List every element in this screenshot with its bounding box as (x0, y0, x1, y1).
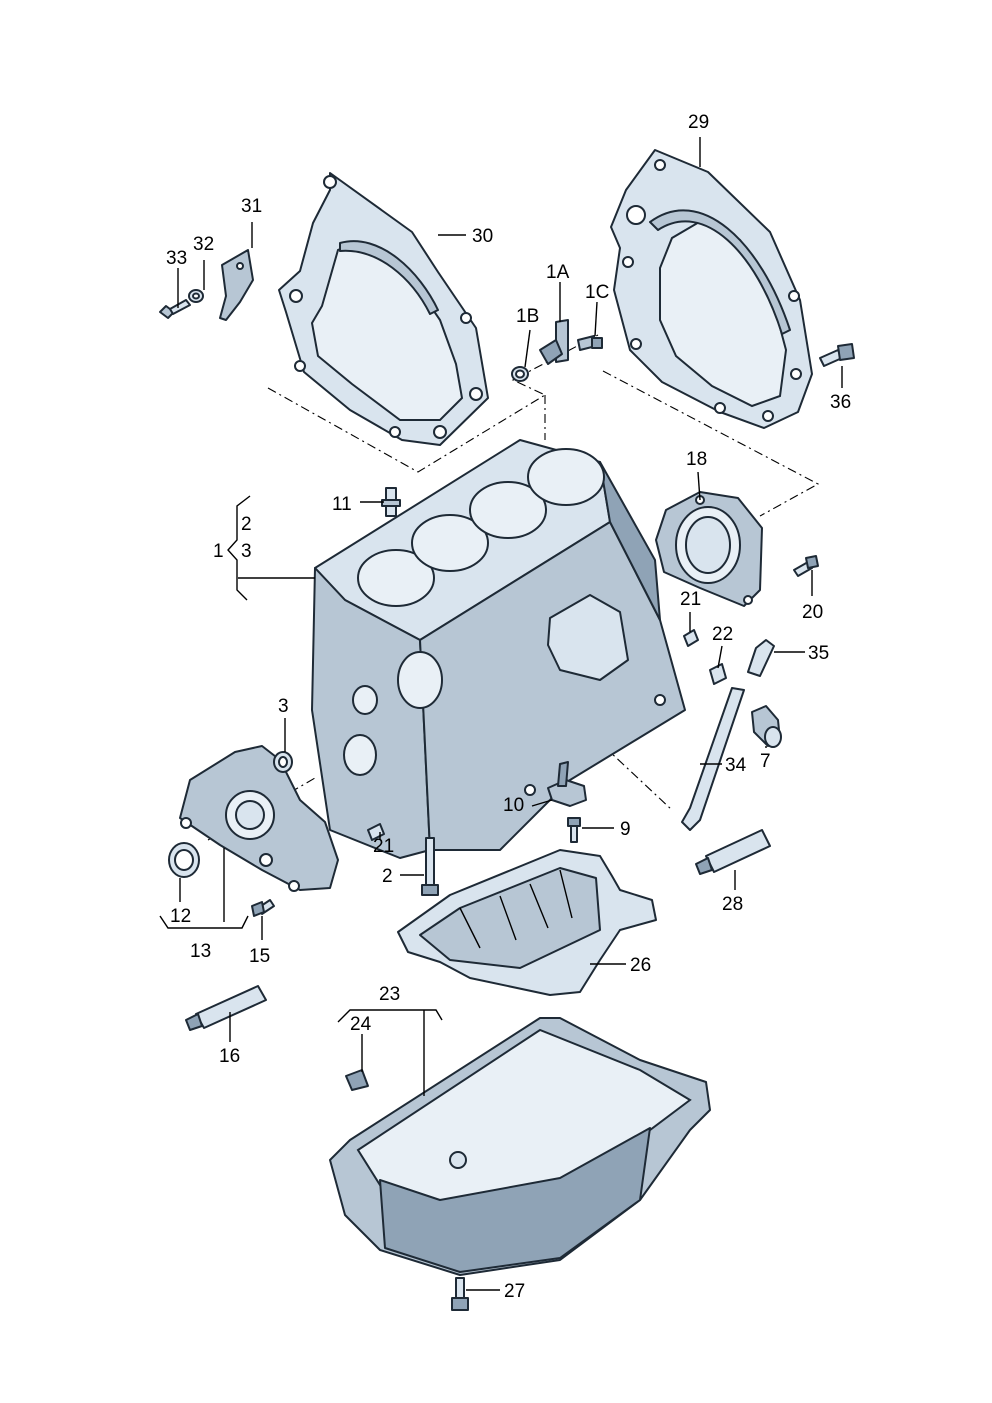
callout-9: 9 (620, 819, 631, 840)
callout-27: 27 (504, 1281, 525, 1302)
callout-26: 26 (630, 955, 651, 976)
o-ring-1b (511, 366, 529, 382)
dowel-21-upper (683, 629, 699, 647)
sealant-tube-28 (695, 829, 771, 875)
sealing-flange (655, 491, 763, 607)
callout-31: 31 (241, 196, 262, 217)
seal-ring-3 (273, 751, 293, 773)
dipstick-tube-34 (681, 687, 745, 831)
sealant-tube-16 (185, 985, 267, 1031)
callout-2: 2 (382, 866, 393, 887)
callout-21-upper: 21 (680, 589, 701, 610)
callout-20: 20 (802, 602, 823, 623)
callout-36: 36 (830, 392, 851, 413)
bolt-20 (793, 555, 819, 577)
seal-ring-12 (168, 842, 200, 878)
leader-lines (159, 137, 843, 1291)
bolt-36 (819, 343, 855, 367)
callout-12: 12 (170, 906, 191, 927)
callout-7: 7 (760, 751, 771, 772)
oil-sump (329, 1017, 711, 1276)
callout-1: 1 (213, 541, 224, 562)
flange-7 (751, 705, 782, 748)
callout-28: 28 (722, 894, 743, 915)
callout-30: 30 (472, 226, 493, 247)
callout-32: 32 (193, 234, 214, 255)
bolt-15 (251, 899, 275, 917)
callout-16: 16 (219, 1046, 240, 1067)
oil-baffle (397, 849, 657, 996)
dowel-11 (381, 487, 401, 517)
bolt-2 (421, 837, 439, 896)
callout-29: 29 (688, 112, 709, 133)
callout-33: 33 (166, 248, 187, 269)
callout-23: 23 (379, 984, 400, 1005)
callout-3-top: 3 (241, 541, 252, 562)
callout-1b: 1B (516, 306, 539, 327)
cylinder-block (311, 439, 686, 859)
callout-18: 18 (686, 449, 707, 470)
guide-tube-35 (747, 639, 775, 677)
callout-1a: 1A (546, 262, 570, 283)
intermediate-plate-front (278, 172, 489, 446)
callout-11: 11 (332, 494, 352, 515)
callout-3: 3 (278, 696, 289, 717)
bolt-33 (159, 299, 191, 319)
callout-24: 24 (350, 1014, 372, 1035)
callout-10: 10 (503, 795, 524, 816)
oil-pump-housing (179, 745, 339, 892)
bolt-27 (451, 1277, 469, 1311)
bolt-1c (577, 335, 603, 351)
intermediate-plate-rear (610, 149, 813, 429)
drain-plug-24 (345, 1069, 369, 1091)
sensor-bracket-1a (539, 319, 569, 365)
callout-35: 35 (808, 643, 829, 664)
callout-34: 34 (725, 755, 747, 776)
callout-15: 15 (249, 946, 270, 967)
cover-plate-31 (219, 249, 254, 321)
callout-2-top: 2 (241, 514, 252, 535)
callout-21-lower: 21 (373, 836, 394, 857)
washer-32 (188, 289, 204, 303)
oil-spray-jet-10 (547, 761, 587, 807)
bolt-9 (567, 817, 581, 843)
callout-labels: 29 30 31 32 33 1A 1B 1C 36 18 11 2 1 3 2… (166, 112, 851, 1302)
callout-1c: 1C (585, 282, 609, 303)
callout-13: 13 (190, 941, 211, 962)
callout-22: 22 (712, 624, 733, 645)
